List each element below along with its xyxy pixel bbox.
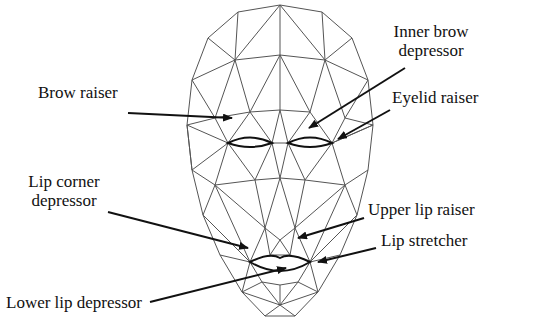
eye-and-mouth-outlines: [228, 138, 332, 272]
callout-label: Eyelid raiser: [392, 88, 478, 107]
callout-label: Inner brow depressor: [372, 22, 490, 60]
callout-label: Brow raiser: [38, 83, 118, 102]
callout-label: Lip corner depressor: [10, 172, 118, 210]
callout-label: Upper lip raiser: [368, 200, 475, 219]
callout-label: Lower lip depressor: [6, 293, 142, 312]
leader-arrows: [108, 68, 405, 302]
callout-label: Lip stretcher: [381, 231, 467, 250]
